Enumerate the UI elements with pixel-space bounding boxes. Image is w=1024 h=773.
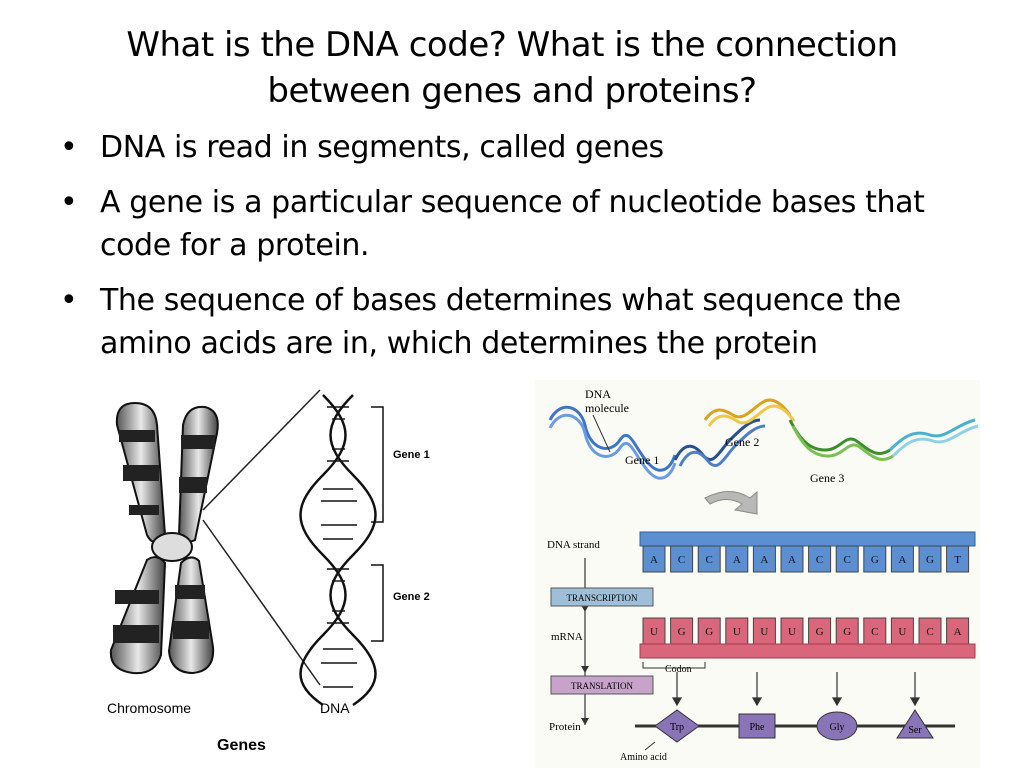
- dna-base-letter: A: [760, 554, 768, 566]
- dna-base-letter: A: [788, 554, 796, 566]
- bullet-item: • A gene is a particular sequence of nucl…: [58, 181, 988, 267]
- gene2-bracket: [371, 564, 384, 642]
- amino-acid-caption: Amino acid: [620, 752, 667, 763]
- dna-base-tooth: [752, 545, 776, 573]
- mrna-base-letter: A: [954, 626, 962, 638]
- translation-box: [550, 675, 654, 695]
- mrna-base-letter: G: [678, 626, 686, 638]
- dna-base-tooth: [808, 545, 832, 573]
- gene1-label-right: Gene 1: [625, 453, 659, 467]
- protein-label: Protein: [549, 721, 581, 733]
- dna-strand-label: DNA strand: [547, 539, 600, 551]
- chromosome-icon: [109, 401, 219, 675]
- dna-base-tooth: [697, 545, 721, 573]
- dna-base-letter: G: [926, 554, 934, 566]
- bullet-dot-icon: •: [60, 130, 78, 165]
- molecule-label-line2: molecule: [585, 401, 629, 415]
- dna-base-tooth: [918, 545, 942, 573]
- codon-label: Codon: [665, 664, 692, 675]
- amino-acid-gly-icon: [816, 711, 858, 741]
- amino-acid-phe-icon: [738, 713, 776, 739]
- dna-base-letter: A: [650, 554, 658, 566]
- gene1-bracket: [371, 406, 384, 523]
- dna-base-letter: C: [706, 554, 713, 566]
- mrna-base-letter: G: [843, 626, 851, 638]
- chromosome-dna-illustration: Gene 1 Gene 2 Chromosome DNA Genes: [107, 389, 430, 754]
- gene2-label: Gene 2: [393, 591, 430, 603]
- mrna-base-letter: U: [760, 626, 768, 638]
- dna-base-letter: T: [954, 554, 961, 566]
- mrna-base-letter: G: [705, 626, 713, 638]
- amino-acid-chain: Trp Phe Gly Ser: [654, 709, 934, 743]
- dna-helix-icon: [299, 394, 377, 707]
- amino-acid-label: Phe: [750, 722, 766, 733]
- dna-base-tooth: [835, 545, 859, 573]
- mrna-base-letter: U: [788, 626, 796, 638]
- mrna-base-letter: U: [898, 626, 906, 638]
- mrna-label: mRNA: [551, 631, 583, 643]
- figure-caption: Genes: [217, 737, 266, 754]
- dna-base-tooth: [890, 545, 914, 573]
- dna-molecule-icon: [548, 398, 979, 480]
- dna-base-tooth: [780, 545, 804, 573]
- dna-base-letter: C: [816, 554, 823, 566]
- gene3-label-right: Gene 3: [810, 471, 844, 485]
- mrna-base-letter: U: [733, 626, 741, 638]
- amino-acid-label: Ser: [908, 725, 922, 736]
- transcription-box: [550, 587, 654, 607]
- bullet-text: The sequence of bases determines what se…: [100, 283, 901, 361]
- dna-base-tooth: [670, 545, 694, 573]
- gene2-label-right: Gene 2: [725, 435, 759, 449]
- bullet-text: DNA is read in segments, called genes: [100, 130, 664, 165]
- dna-base-tooth: [863, 545, 887, 573]
- mrna-base-letter: U: [650, 626, 658, 638]
- slide-title: What is the DNA code? What is the connec…: [126, 25, 898, 111]
- dna-base-letter: C: [678, 554, 685, 566]
- mrna-base-letter: G: [816, 626, 824, 638]
- gene1-label: Gene 1: [393, 449, 430, 461]
- molecule-label-line1: DNA: [585, 387, 611, 401]
- gene-expression-illustration: DNA molecule Gene 1 Gene 2 Gene 3 DNA st…: [547, 387, 979, 763]
- mrna-backbone: [639, 643, 976, 659]
- dna-base-tooth: [946, 545, 970, 573]
- mrna-base-letter: C: [926, 626, 933, 638]
- amino-acid-ser-icon: [896, 709, 934, 739]
- amino-acid-trp-icon: [654, 709, 700, 743]
- dna-base-letter: G: [871, 554, 879, 566]
- bullet-dot-icon: •: [60, 283, 78, 318]
- chromosome-dna-figure: Gene 1 Gene 2 Chromosome DNA Genes: [95, 385, 515, 765]
- bullet-list: • DNA is read in segments, called genes •…: [58, 126, 988, 377]
- dna-base-tooth: [642, 545, 666, 573]
- dna-strand-backbone: [639, 531, 976, 547]
- transcription-label: TRANSCRIPTION: [566, 593, 638, 603]
- bullet-dot-icon: •: [60, 185, 78, 220]
- dna-base-tooth: [725, 545, 749, 573]
- dna-base-letter: C: [844, 554, 851, 566]
- dna-base-letter: A: [733, 554, 741, 566]
- bullet-item: • DNA is read in segments, called genes: [58, 126, 988, 169]
- translation-label: TRANSLATION: [571, 681, 633, 691]
- amino-acid-label: Gly: [830, 722, 845, 733]
- gene-expression-figure: DNA molecule Gene 1 Gene 2 Gene 3 DNA st…: [535, 380, 980, 768]
- mrna-base-letter: C: [871, 626, 878, 638]
- dna-base-letter: A: [898, 554, 906, 566]
- enlarge-arrow-icon: [704, 490, 758, 515]
- bullet-text: A gene is a particular sequence of nucle…: [100, 185, 925, 263]
- bullet-item: • The sequence of bases determines what s…: [58, 279, 988, 365]
- amino-acid-label: Trp: [670, 722, 684, 733]
- chromosome-label: Chromosome: [107, 700, 191, 716]
- dna-label: DNA: [320, 700, 350, 716]
